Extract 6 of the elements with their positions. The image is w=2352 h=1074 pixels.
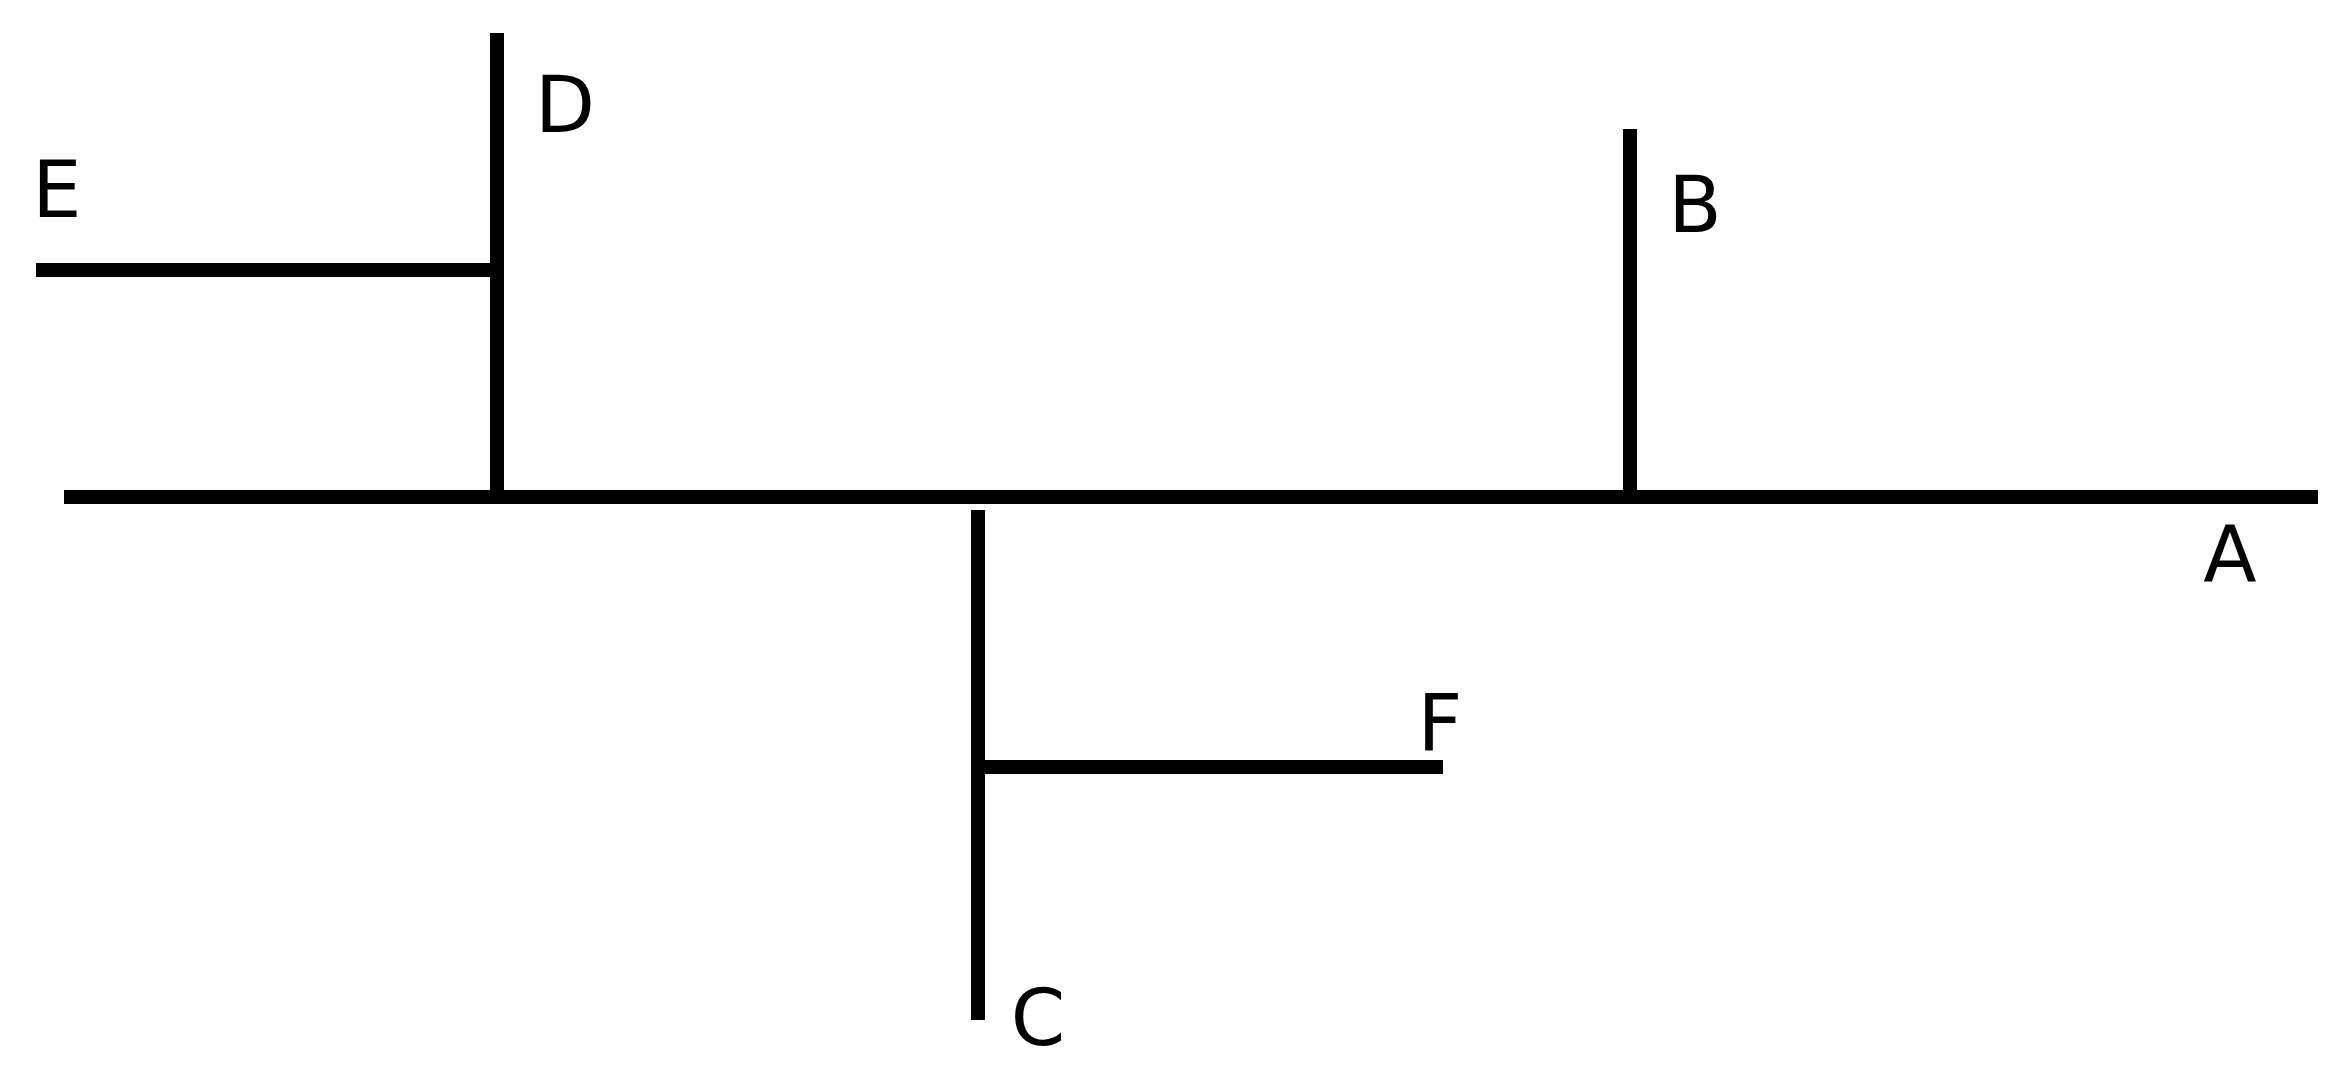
line-label: F xyxy=(1417,684,1463,762)
line-label: A xyxy=(2203,516,2257,594)
line-label: B xyxy=(1668,166,1722,244)
line-label: E xyxy=(32,151,82,229)
line-label: D xyxy=(534,66,596,144)
line-label: C xyxy=(1010,979,1066,1057)
